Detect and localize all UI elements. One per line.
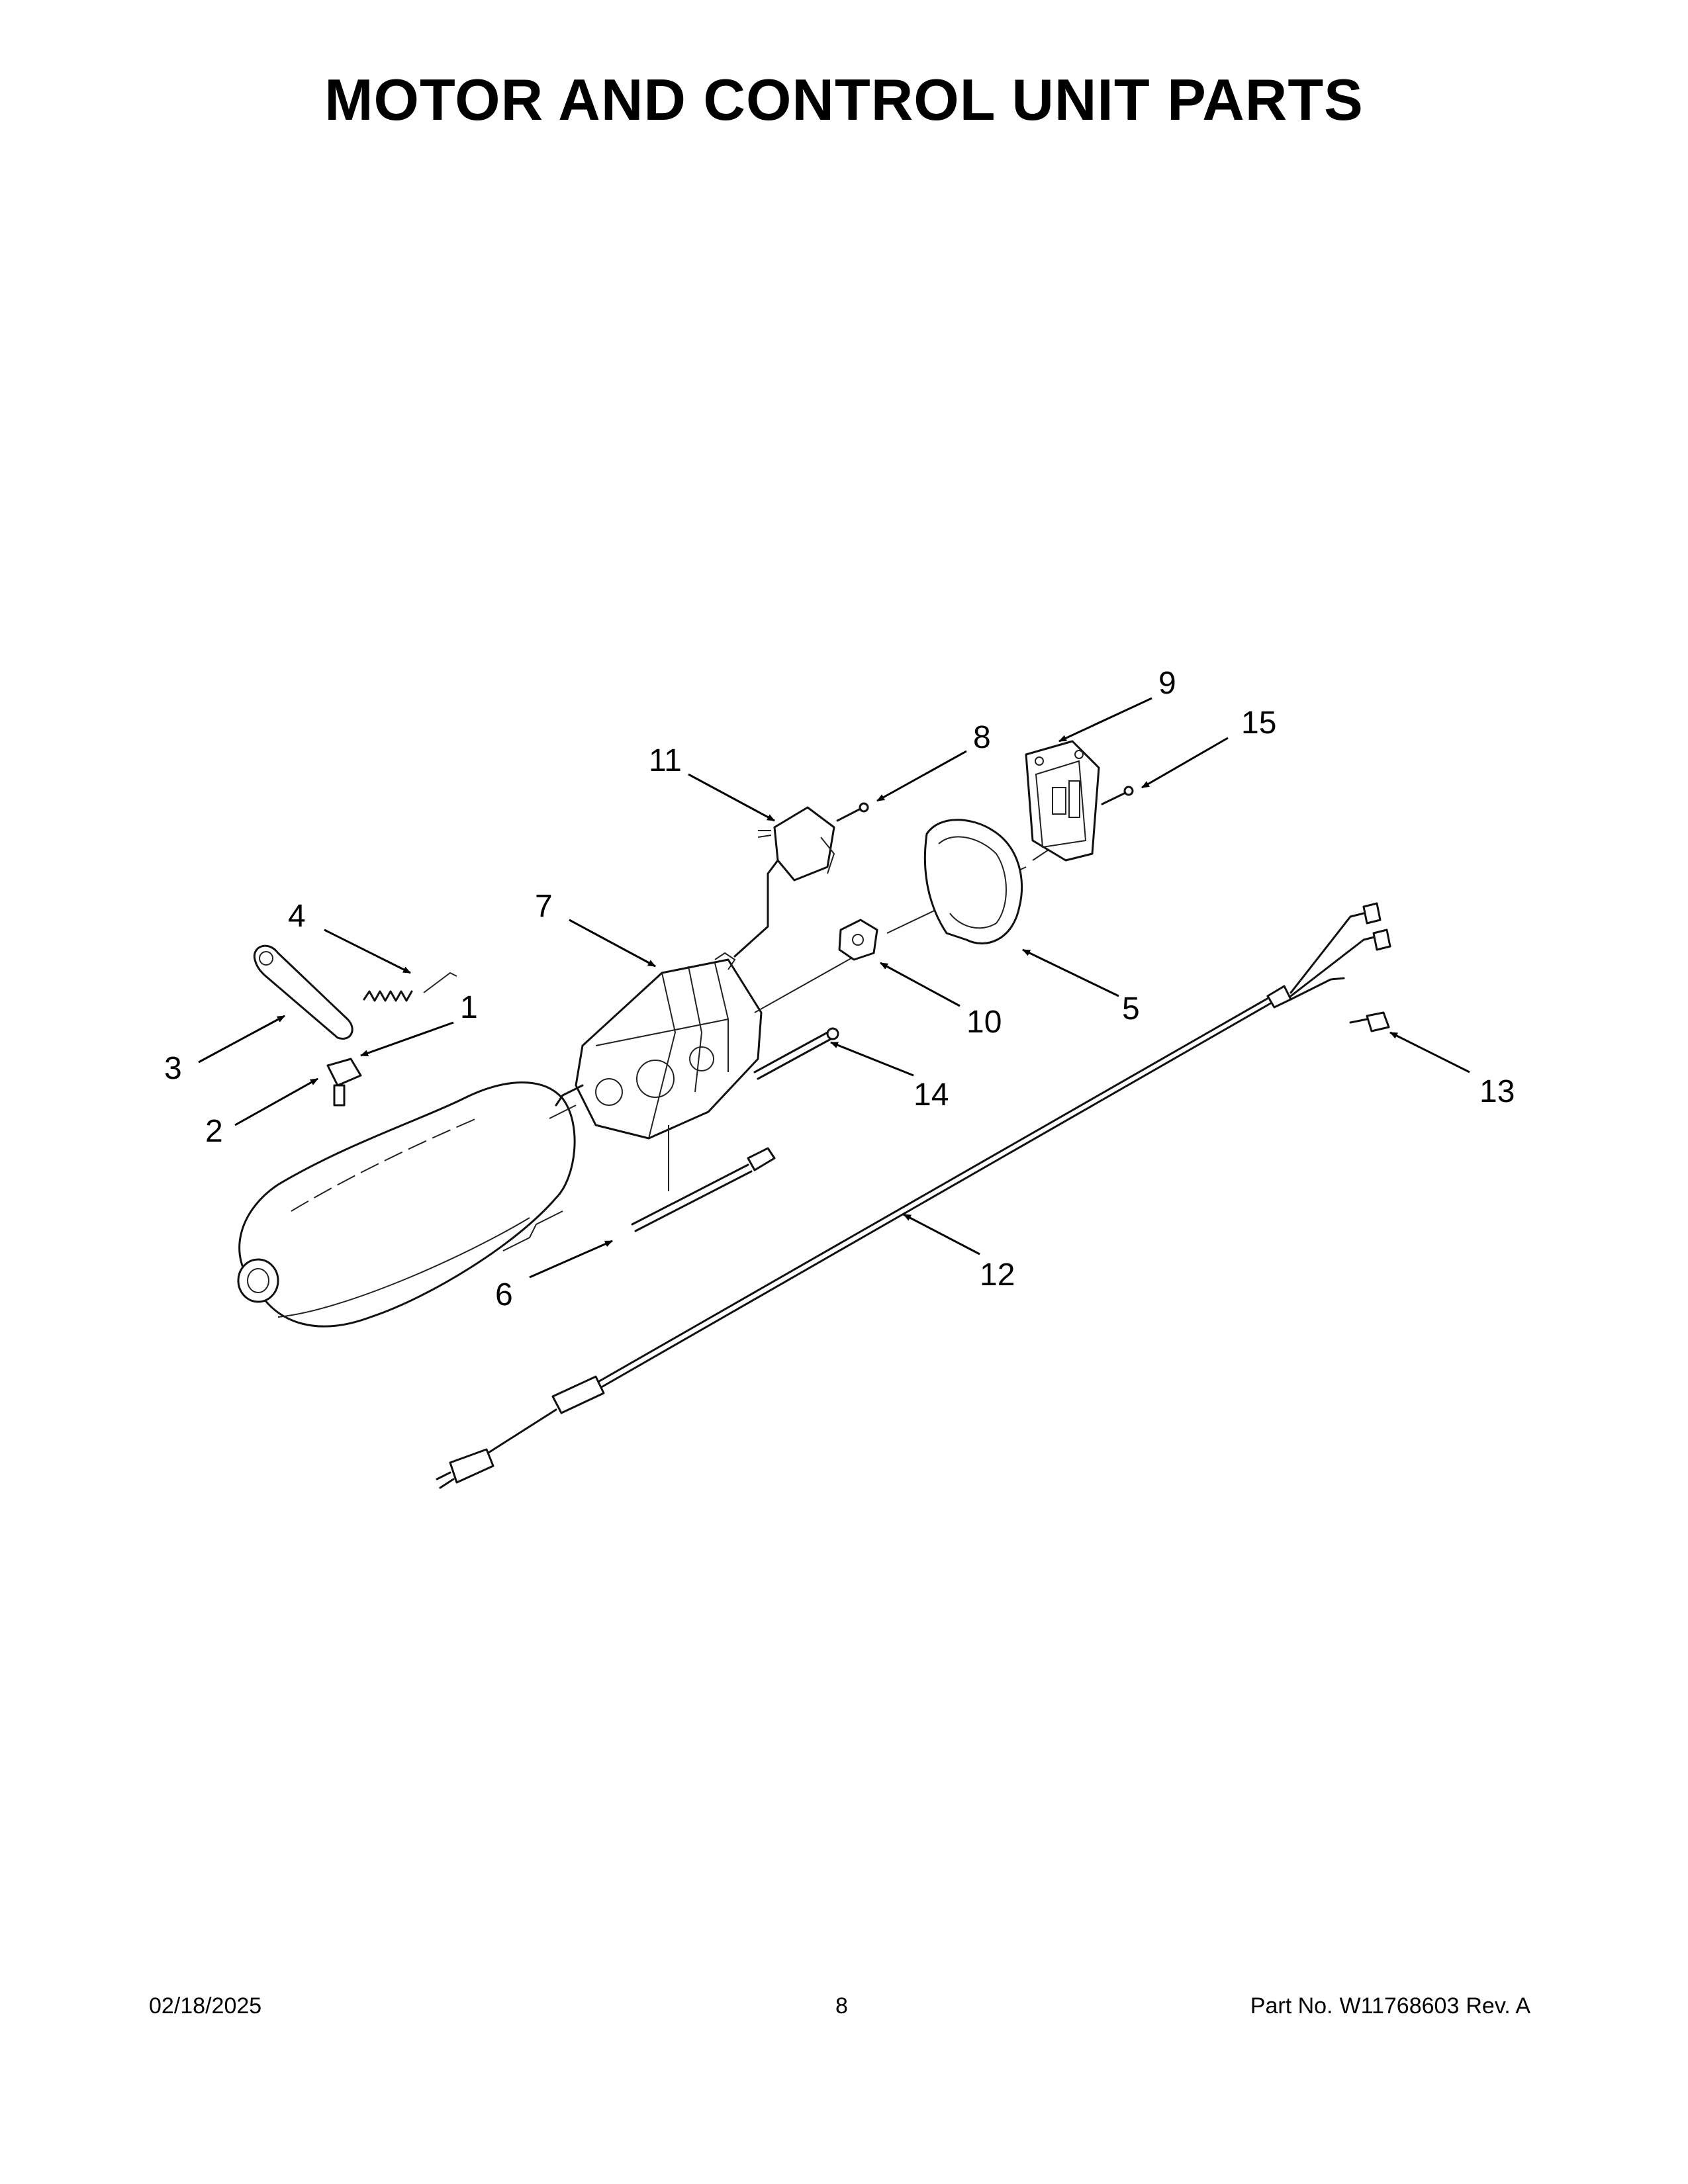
rod-6 bbox=[631, 1147, 776, 1232]
spring-4 bbox=[363, 972, 457, 1002]
callout-11: 11 bbox=[649, 743, 682, 778]
callout-12: 12 bbox=[980, 1257, 1015, 1293]
motor-assembly bbox=[555, 952, 763, 1140]
callout-14: 14 bbox=[914, 1077, 949, 1113]
terminal-bracket bbox=[757, 806, 835, 882]
callout-2: 2 bbox=[205, 1114, 223, 1149]
callout-7: 7 bbox=[535, 889, 553, 924]
arrow-5 bbox=[1022, 948, 1119, 997]
footer-page-number: 8 bbox=[835, 1993, 848, 2019]
callout-3: 3 bbox=[164, 1051, 182, 1086]
arrow-10 bbox=[880, 962, 961, 1007]
arrow-4 bbox=[324, 929, 411, 974]
motor-lead-wire bbox=[733, 859, 779, 958]
screw-15 bbox=[1101, 786, 1134, 805]
callout-arrows bbox=[198, 697, 1470, 1279]
callout-1: 1 bbox=[460, 990, 478, 1025]
screw-8 bbox=[836, 802, 869, 822]
arrow-2 bbox=[234, 1077, 318, 1126]
arrow-7 bbox=[569, 919, 656, 968]
motor-housing-shell bbox=[237, 1081, 576, 1328]
callout-5: 5 bbox=[1122, 991, 1140, 1026]
arrow-9 bbox=[1058, 697, 1152, 743]
arrow-11 bbox=[688, 773, 775, 822]
control-board bbox=[1025, 740, 1100, 862]
screw-13 bbox=[1349, 1011, 1390, 1032]
page-title: MOTOR AND CONTROL UNIT PARTS bbox=[324, 67, 1364, 132]
callout-6: 6 bbox=[495, 1277, 513, 1312]
callout-8: 8 bbox=[973, 720, 991, 755]
arrow-8 bbox=[876, 750, 967, 802]
arrow-12 bbox=[903, 1213, 980, 1255]
gasket-ring bbox=[923, 819, 1023, 945]
switch-bracket bbox=[838, 919, 878, 961]
lever-knob bbox=[326, 1058, 362, 1107]
arrow-14 bbox=[830, 1041, 914, 1077]
arrow-3 bbox=[198, 1015, 285, 1064]
callout-9: 9 bbox=[1158, 666, 1176, 701]
latch-lever bbox=[253, 944, 353, 1040]
assembly-axis-line bbox=[549, 846, 1053, 1119]
power-cord bbox=[436, 902, 1391, 1489]
part-number: W11768603 bbox=[1339, 1993, 1460, 2019]
arrow-15 bbox=[1141, 737, 1229, 789]
callout-15: 15 bbox=[1241, 705, 1276, 741]
revision: Rev. A bbox=[1466, 1993, 1530, 2019]
callout-10: 10 bbox=[966, 1005, 1002, 1040]
arrow-1 bbox=[360, 1021, 454, 1057]
part-prefix: Part No. bbox=[1250, 1993, 1333, 2019]
screw-14 bbox=[753, 1027, 839, 1080]
arrow-13 bbox=[1389, 1031, 1470, 1073]
footer-date: 02/18/2025 bbox=[149, 1993, 262, 2019]
arrow-6 bbox=[529, 1240, 613, 1279]
callout-13: 13 bbox=[1479, 1074, 1515, 1109]
callout-4: 4 bbox=[288, 899, 306, 934]
